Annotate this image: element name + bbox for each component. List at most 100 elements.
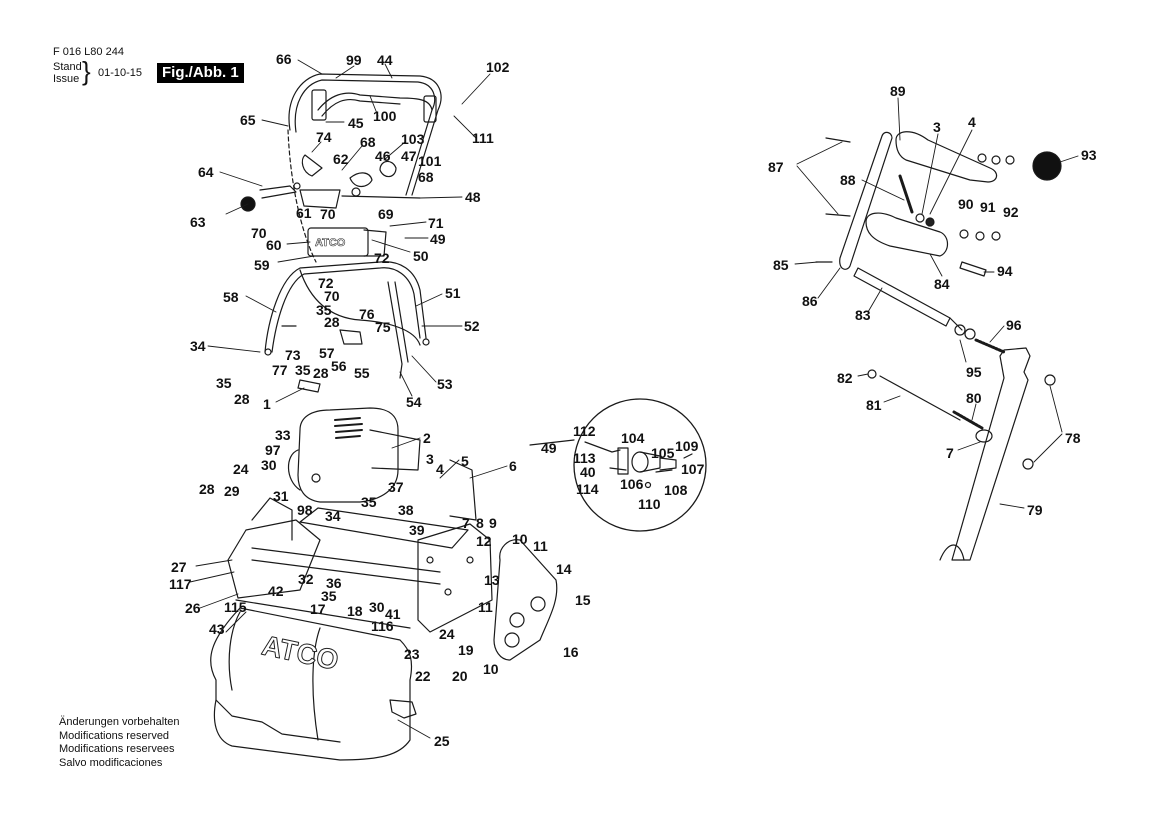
part-callout-68: 68 [418, 169, 434, 185]
part-callout-65: 65 [240, 112, 256, 128]
part-callout-72: 72 [374, 250, 390, 266]
part-callout-32: 32 [298, 571, 314, 587]
part-callout-97: 97 [265, 442, 281, 458]
part-callout-37: 37 [388, 479, 404, 495]
part-callout-75: 75 [375, 319, 391, 335]
part-callout-112: 112 [573, 423, 596, 439]
part-callout-61: 61 [296, 205, 312, 221]
part-callout-1: 1 [263, 396, 271, 412]
part-callout-98: 98 [297, 502, 313, 518]
part-callout-7: 7 [462, 515, 470, 531]
leader-lines [189, 59, 1079, 739]
part-callout-45: 45 [348, 115, 364, 131]
part-callout-15: 15 [575, 592, 591, 608]
part-callout-69: 69 [378, 206, 394, 222]
part-callout-8: 8 [476, 515, 484, 531]
engine-assembly [287, 407, 421, 503]
part-callout-60: 60 [266, 237, 282, 253]
part-callout-28: 28 [313, 365, 329, 381]
part-callout-49: 49 [541, 440, 557, 456]
part-callout-38: 38 [398, 502, 414, 518]
part-callout-70: 70 [324, 288, 340, 304]
part-callout-91: 91 [980, 199, 996, 215]
disclaimer-line-fr: Modifications reservees [59, 743, 175, 755]
part-callout-7: 7 [946, 445, 954, 461]
part-callout-66: 66 [276, 51, 292, 67]
height-adjuster-assembly [815, 131, 1062, 561]
part-callout-51: 51 [445, 285, 461, 301]
part-callout-33: 33 [275, 427, 291, 443]
part-callout-10: 10 [512, 531, 528, 547]
part-callout-48: 48 [465, 189, 481, 205]
part-callout-116: 116 [371, 618, 394, 634]
part-callout-117: 117 [169, 576, 192, 592]
part-callout-3: 3 [426, 451, 434, 467]
part-callout-19: 19 [458, 642, 474, 658]
part-callout-70: 70 [251, 225, 267, 241]
part-callout-40: 40 [580, 464, 596, 480]
part-callout-5: 5 [461, 453, 469, 469]
brand-mark-atco-large: ATCO [259, 630, 341, 676]
part-callout-26: 26 [185, 600, 201, 616]
part-callout-58: 58 [223, 289, 239, 305]
part-callout-22: 22 [415, 668, 431, 684]
stand-issue-labels: Stand Issue [53, 61, 82, 85]
part-callout-3: 3 [933, 119, 941, 135]
part-callout-20: 20 [452, 668, 468, 684]
part-callout-42: 42 [268, 583, 284, 599]
part-callout-13: 13 [484, 572, 500, 588]
part-callout-72: 72 [318, 275, 334, 291]
part-callout-44: 44 [377, 52, 393, 68]
part-callout-68: 68 [360, 134, 376, 150]
part-callout-94: 94 [997, 263, 1013, 279]
figure-title-badge: Fig./Abb. 1 [157, 63, 244, 83]
part-callout-16: 16 [563, 644, 579, 660]
part-callout-86: 86 [802, 293, 818, 309]
part-callout-77: 77 [272, 362, 288, 378]
issue-label: Issue [53, 73, 80, 85]
detail-inset [573, 398, 707, 532]
part-callout-14: 14 [556, 561, 572, 577]
part-callout-103: 103 [401, 131, 425, 147]
part-callout-28: 28 [324, 314, 340, 330]
part-callout-64: 64 [198, 164, 214, 180]
part-callout-100: 100 [373, 108, 397, 124]
part-callout-24: 24 [233, 461, 249, 477]
part-callout-57: 57 [319, 345, 335, 361]
part-callout-93: 93 [1081, 147, 1097, 163]
part-callout-114: 114 [576, 481, 599, 497]
document-code: F 016 L80 244 [53, 46, 124, 58]
part-callout-55: 55 [354, 365, 370, 381]
disclaimer-line-es: Salvo modificaciones [59, 756, 163, 769]
disclaimer-line-de: Änderungen vorbehalten [59, 716, 180, 728]
part-callout-18: 18 [347, 603, 363, 619]
part-callout-9: 9 [489, 515, 497, 531]
part-callout-28: 28 [199, 481, 215, 497]
part-callout-76: 76 [359, 306, 375, 322]
issue-date: 01-10-15 [98, 67, 143, 79]
part-callout-56: 56 [331, 358, 347, 374]
part-callout-105: 105 [651, 445, 675, 461]
part-callout-11: 11 [478, 599, 493, 615]
part-callout-12: 12 [476, 533, 492, 549]
inset-leader-line [529, 439, 575, 446]
part-callout-47: 47 [401, 148, 417, 164]
part-callout-17: 17 [310, 601, 326, 617]
part-callout-35: 35 [295, 362, 311, 378]
part-callout-46: 46 [375, 148, 391, 164]
part-callout-4: 4 [968, 114, 976, 130]
part-callout-80: 80 [966, 390, 982, 406]
part-callout-25: 25 [434, 733, 450, 749]
part-callout-39: 39 [409, 522, 425, 538]
lower-frame-assembly [264, 261, 430, 393]
part-callout-109: 109 [675, 438, 699, 454]
part-callout-43: 43 [209, 621, 225, 637]
part-callout-101: 101 [418, 153, 442, 169]
part-callout-107: 107 [681, 461, 705, 477]
part-callout-70: 70 [320, 206, 336, 222]
stand-label: Stand [53, 61, 82, 73]
disclaimer-block: Änderungen vorbehalten Modifications res… [59, 716, 179, 770]
part-callout-87: 87 [768, 159, 784, 175]
brand-mark-atco-small: ATCO [315, 237, 346, 249]
part-callout-59: 59 [254, 257, 270, 273]
